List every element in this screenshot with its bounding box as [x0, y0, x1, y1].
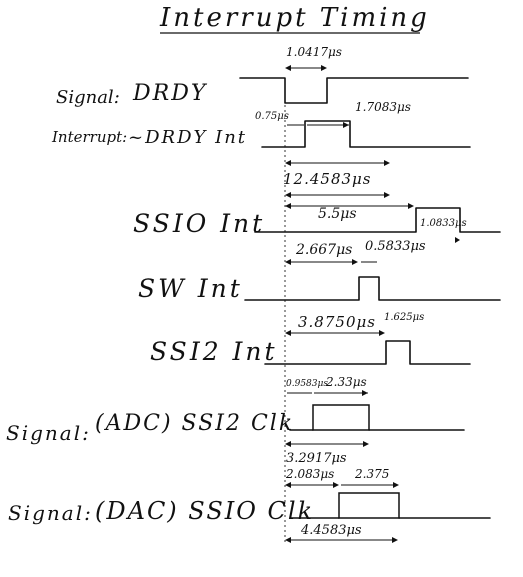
- arrowhead: [285, 192, 291, 198]
- arrowhead: [285, 65, 291, 71]
- arrowhead: [408, 203, 414, 209]
- ssio-delay-measure: 5.5μs: [318, 206, 357, 222]
- arrowhead: [343, 122, 349, 128]
- arrowhead: [285, 203, 291, 209]
- period-measure: 12.4583μs: [283, 170, 371, 188]
- drdy-label: DRDY: [132, 81, 208, 106]
- arrowhead: [285, 482, 291, 488]
- arrowhead: [285, 537, 291, 543]
- ssio-width-measure: 1.0833μs: [420, 218, 467, 229]
- drdy-prefix: Signal:: [56, 87, 120, 108]
- ssi2-width-measure: 1.625μs: [384, 312, 424, 323]
- ssi2-int-waveform: [264, 340, 471, 365]
- arrowhead: [363, 441, 369, 447]
- drdy-waveform: [239, 77, 469, 104]
- arrowhead: [393, 482, 399, 488]
- drdy-int-delay-measure: 0.75μs: [255, 111, 289, 122]
- ssio-int-waveform: [254, 207, 501, 233]
- diagram-title: Interrupt Timing: [159, 3, 430, 33]
- dac-delay-measure: 2.083μs: [285, 467, 334, 481]
- drdy-int-waveform: [261, 120, 471, 148]
- arrowhead: [285, 330, 291, 336]
- arrowhead: [285, 160, 291, 166]
- adc-burst-measure: 2.33μs: [325, 375, 367, 389]
- ssi2-delay-measure: 3.8750μs: [298, 313, 376, 331]
- arrowhead: [384, 192, 390, 198]
- dac-clk-prefix: Signal:: [8, 501, 93, 525]
- sw-width-measure: 0.5833μs: [365, 239, 426, 254]
- drdy-int-prefix: Interrupt:: [51, 128, 127, 146]
- sw-int-label: SW Int: [138, 274, 243, 303]
- adc-delay-measure: 0.9583μs: [286, 379, 328, 389]
- dac-clk-burst: [338, 492, 400, 519]
- sw-int-waveform: [244, 276, 501, 301]
- arrowhead: [321, 65, 327, 71]
- drdy-low-measure: 1.0417μs: [286, 45, 342, 59]
- adc-clk-prefix: Signal:: [6, 421, 91, 445]
- arrowhead: [384, 160, 390, 166]
- arrowhead: [362, 390, 368, 396]
- adc-clk-label: (ADC) SSI2 Clk: [95, 411, 294, 436]
- adc-total-measure: 3.2917μs: [286, 451, 347, 466]
- drdy-int-width-measure: 1.7083μs: [355, 100, 411, 114]
- dac-burst-measure: 2.375: [354, 467, 389, 481]
- arrowhead: [352, 259, 358, 265]
- sw-delay-measure: 2.667μs: [295, 242, 352, 258]
- drdy-int-label: ~DRDY Int: [128, 127, 247, 148]
- dac-total-measure: 4.4583μs: [300, 523, 362, 538]
- adc-clk-burst: [312, 404, 370, 431]
- ssi2-int-label: SSI2 Int: [150, 337, 278, 366]
- dac-clk-label: (DAC) SSIO Clk: [95, 497, 314, 525]
- arrowhead: [392, 537, 398, 543]
- arrowhead: [285, 441, 291, 447]
- ssio-int-label: SSIO Int: [133, 209, 265, 238]
- arrowhead: [285, 259, 291, 265]
- arrowhead: [455, 237, 460, 243]
- arrowhead: [333, 482, 339, 488]
- arrowhead: [379, 330, 385, 336]
